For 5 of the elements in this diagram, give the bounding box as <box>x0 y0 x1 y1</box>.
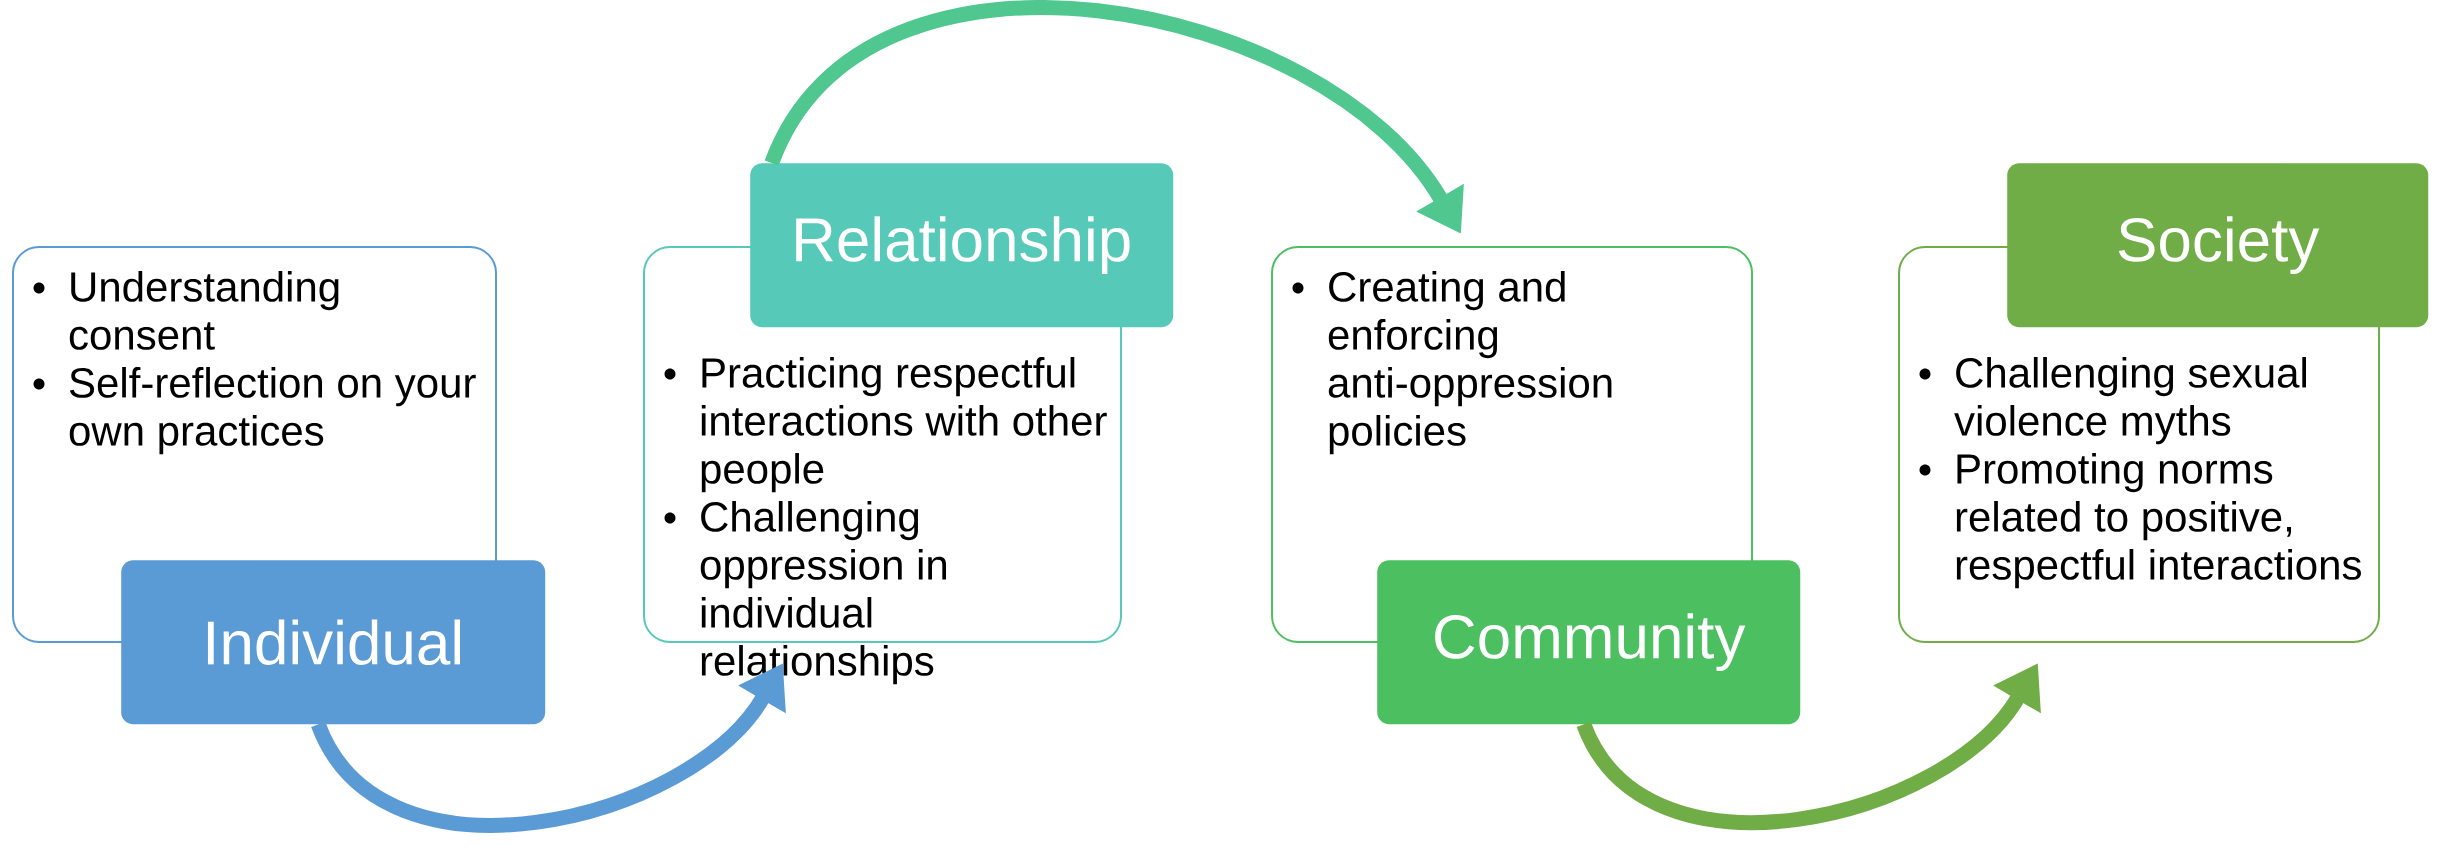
title-box: Individual <box>121 560 546 725</box>
title-box: Relationship <box>750 163 1174 328</box>
node-label: relationships <box>701 645 934 685</box>
title-box: Community <box>1377 560 1801 725</box>
title-box: Society <box>2007 163 2429 328</box>
